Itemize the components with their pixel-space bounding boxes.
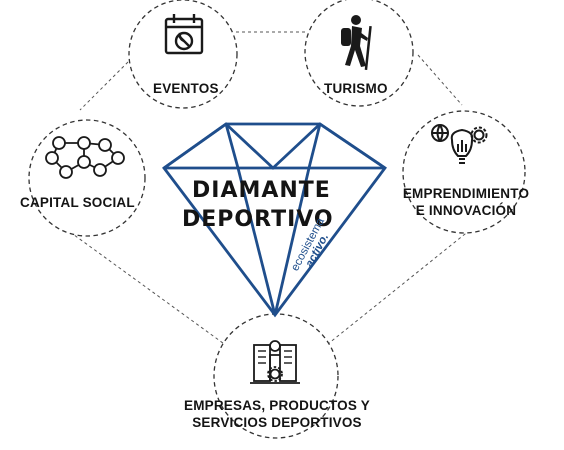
connector-emprendimiento-empresas: [317, 229, 471, 353]
label-empresas: EMPRESAS, PRODUCTOS Y SERVICIOS DEPORTIV…: [166, 397, 388, 431]
title-line2: DEPORTIVO: [182, 207, 334, 232]
circle-emprendimiento: [402, 110, 526, 234]
buildings-gear-icon: [250, 340, 300, 384]
label-empresas-line2: SERVICIOS DEPORTIVOS: [192, 415, 362, 430]
label-empresas-line1: EMPRESAS, PRODUCTOS Y: [184, 398, 370, 413]
label-emprendimiento-line2: E INNOVACIÓN: [415, 203, 517, 218]
social-network-icon: [45, 136, 125, 179]
calendar-ball-icon: [164, 14, 204, 55]
label-eventos: EVENTOS: [153, 81, 219, 96]
diamond-shape: [162, 122, 388, 318]
hiker-icon: [341, 15, 372, 71]
connector-turismo-emprendimiento: [417, 54, 463, 106]
connector-eventos-capital: [79, 61, 129, 111]
lightbulb-circuit-icon: [431, 124, 488, 164]
connector-capital-empresas: [69, 231, 239, 355]
label-capital-social: CAPITAL SOCIAL: [20, 195, 135, 210]
connector-lines: [69, 31, 471, 355]
title-line1: DIAMANTE: [192, 178, 331, 203]
label-emprendimiento: EMPRENDIMIENTO E INNOVACIÓN: [396, 185, 536, 219]
label-emprendimiento-line1: EMPRENDIMIENTO: [402, 186, 530, 201]
label-turismo: TURISMO: [324, 81, 388, 96]
